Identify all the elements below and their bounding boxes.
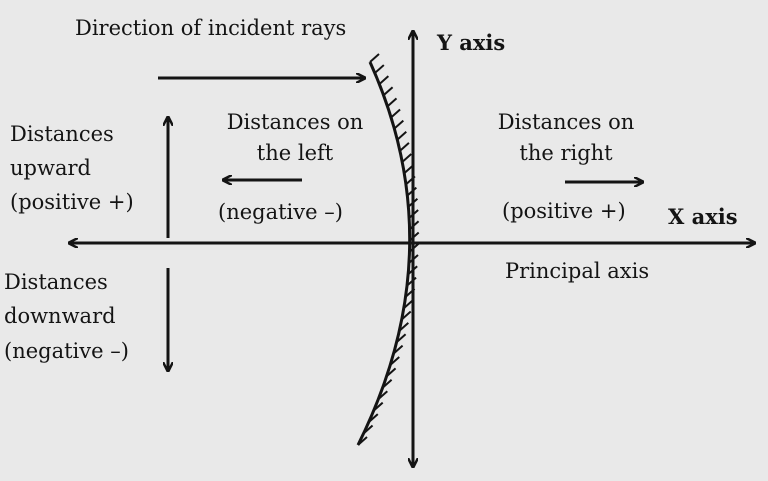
upward-label-line2: upward [10,156,91,180]
hatch-mark [405,175,416,186]
hatch-mark [392,344,404,355]
hatch-mark [401,310,412,321]
hatch-mark [368,413,379,423]
hatch-mark [395,333,407,344]
hatch-mark [373,401,384,412]
right-label-line3: (positive +) [502,199,626,223]
hatch-mark [396,130,407,141]
hatch-mark [408,209,419,219]
hatch-mark [357,436,368,446]
hatch-mark [404,288,416,298]
hatch-mark [408,254,419,264]
convex-mirror [356,61,412,446]
hatch-mark [378,75,390,85]
right-label-line1: Distances on [498,110,635,134]
hatch-mark [407,198,419,208]
hatch-mark [390,108,401,119]
hatch-mark [381,379,393,389]
principal-axis-label: Principal axis [505,259,649,283]
left-label-line2: the left [257,141,334,165]
left-label-line3: (negative –) [218,200,343,224]
hatch-mark [403,299,414,309]
downward-label-line2: downward [4,304,116,328]
hatch-mark [369,53,380,63]
downward-label-line3: (negative –) [4,339,129,363]
hatch-mark [409,231,420,242]
hatch-mark [399,142,410,152]
hatch-mark [408,220,420,230]
hatch-mark [406,186,417,197]
hatch-mark [377,390,388,400]
y-axis-label: Y axis [436,30,505,55]
incident-rays-label: Direction of incident rays [75,16,346,40]
hatch-mark [406,276,417,287]
hatch-mark [362,424,374,435]
downward-label-line1: Distances [4,270,108,294]
hatch-mark [393,119,404,130]
left-label-line1: Distances on [227,110,364,134]
hatch-mark [386,97,398,108]
hatch-mark [382,86,394,96]
hatch-mark [403,164,414,174]
x-axis-label: X axis [668,204,738,229]
mirror-hatching [357,53,420,446]
hatch-mark [398,322,409,332]
upward-label-line1: Distances [10,122,114,146]
hatch-mark [385,367,397,378]
hatch-mark [408,243,420,253]
upward-label-line3: (positive +) [10,190,134,214]
right-label-line2: the right [519,141,613,165]
hatch-mark [374,64,385,74]
hatch-mark [401,153,412,163]
hatch-mark [389,356,400,366]
hatch-mark [407,265,418,276]
